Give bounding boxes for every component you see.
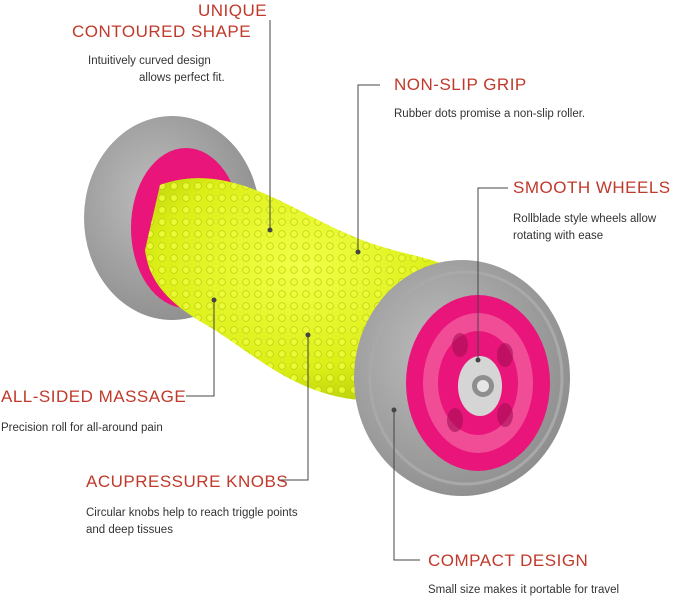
acupressure-title: ACUPRESSURE KNOBS (86, 472, 289, 491)
allsided-desc: Precision roll for all-around pain (1, 422, 163, 434)
unique-title-line2: CONTOURED SHAPE (72, 22, 252, 41)
front-wheel (354, 260, 570, 496)
smooth-title: SMOOTH WHEELS (513, 178, 671, 197)
allsided-title: ALL-SIDED MASSAGE (1, 387, 187, 406)
unique-desc-line2: allows perfect fit. (139, 72, 225, 84)
nonslip-title: NON-SLIP GRIP (394, 75, 527, 94)
unique-title-line1: UNIQUE (198, 1, 268, 20)
leader-lines (186, 20, 508, 561)
smooth-desc-line1: Rollblade style wheels allow (513, 213, 657, 225)
nonslip-desc: Rubber dots promise a non-slip roller. (394, 108, 586, 120)
smooth-desc-line2: rotating with ease (513, 230, 604, 242)
compact-desc: Small size makes it portable for travel (428, 584, 620, 596)
compact-title: COMPACT DESIGN (428, 551, 589, 570)
leader-dots (211, 227, 481, 413)
unique-desc-line1: Intuitively curved design (88, 55, 211, 67)
acupressure-desc-line2: and deep tissues (86, 524, 173, 536)
acupressure-desc-line1: Circular knobs help to reach triggle poi… (86, 507, 298, 519)
